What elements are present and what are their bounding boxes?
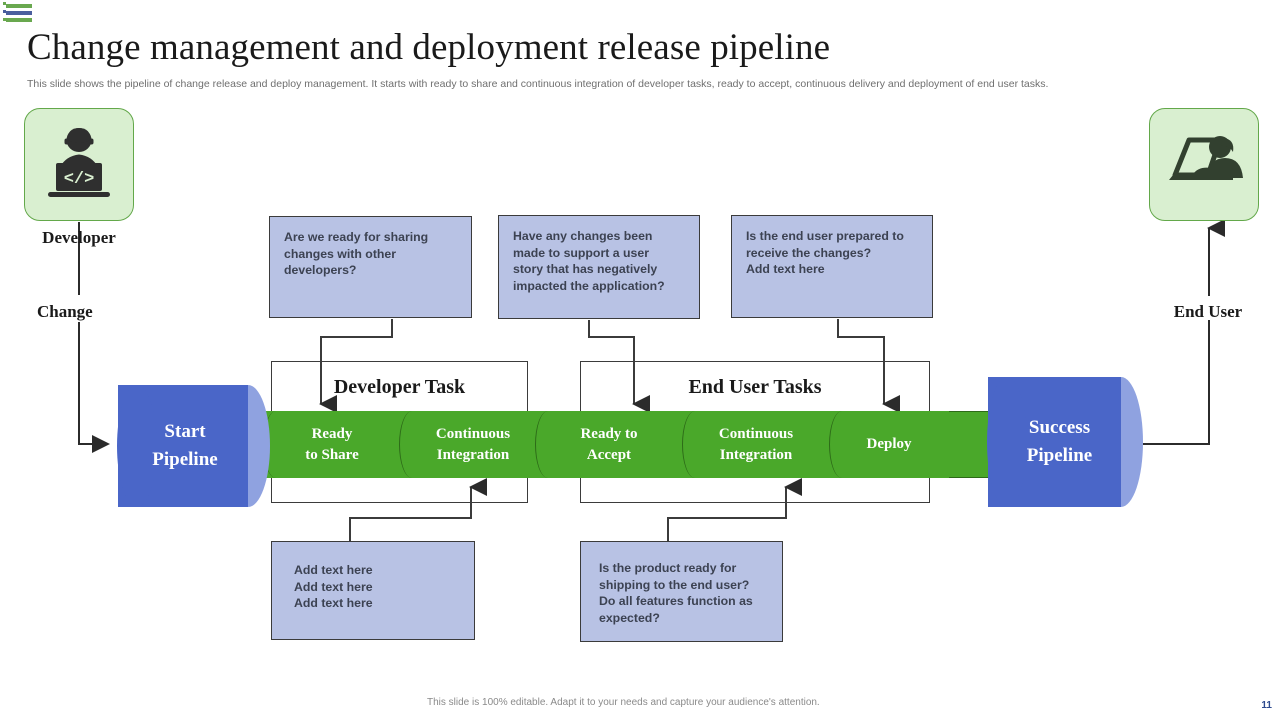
question-line: story that has negatively <box>513 262 658 277</box>
question-line: receive the changes? <box>746 245 872 260</box>
stage-line-1: Deploy <box>866 436 912 453</box>
question-line: changes with other <box>284 246 397 261</box>
question-line: Have any changes been <box>513 229 653 243</box>
note-line: Add text here <box>294 579 373 594</box>
page-number: 11 <box>1261 700 1272 711</box>
stage-line-2: Integration <box>719 446 793 463</box>
pipeline-stage-continuous-integration-dev[interactable]: Continuous Integration <box>399 411 547 478</box>
stage-line-1: Continuous <box>718 425 794 442</box>
page-title: Change management and deployment release… <box>27 27 831 68</box>
stage-line-2: to Share <box>305 446 359 463</box>
developer-label: Developer <box>42 228 116 247</box>
page-subtitle: This slide shows the pipeline of change … <box>27 78 1049 90</box>
start-pipeline-cylinder[interactable]: Start Pipeline <box>117 385 270 507</box>
footer-note: This slide is 100% editable. Adapt it to… <box>427 697 820 708</box>
developer-code-icon: </> <box>48 127 110 197</box>
question-box-3[interactable]: Is the end user prepared to receive the … <box>731 215 933 318</box>
pipeline-stage-deploy[interactable]: Deploy <box>829 411 949 478</box>
note-line: shipping to the end user? <box>599 577 750 592</box>
end-user-task-title: End User Tasks <box>688 376 822 398</box>
brand-logo-icon <box>2 2 34 24</box>
note-line: Add text here <box>294 563 373 577</box>
note-line: Do all features function as <box>599 594 753 609</box>
end-user-laptop-icon <box>1169 135 1243 180</box>
note-line: expected? <box>599 610 660 625</box>
developer-task-title: Developer Task <box>333 376 466 398</box>
pipeline-stage-bar: Ready to Share Continuous Integration Re… <box>245 411 990 478</box>
question-line: impacted the application? <box>513 278 665 293</box>
stage-line-2: Accept <box>586 446 632 463</box>
question-line: Is the end user prepared to <box>746 229 904 243</box>
note-line: Is the product ready for <box>599 561 737 575</box>
svg-text:</>: </> <box>64 170 95 189</box>
note-box-2[interactable]: Is the product ready for shipping to the… <box>580 541 783 642</box>
pipeline-stage-continuous-integration-user[interactable]: Continuous Integration <box>682 411 830 478</box>
end-user-label: End User <box>1173 302 1243 321</box>
question-line: Add text here <box>746 262 825 277</box>
pipeline-stage-ready-to-accept[interactable]: Ready to Accept <box>535 411 683 478</box>
end-user-icon-box <box>1149 108 1259 221</box>
success-pipeline-cylinder[interactable]: Success Pipeline <box>987 377 1143 507</box>
question-line: Are we ready for sharing <box>284 230 429 244</box>
stage-line-1: Ready to <box>580 425 638 442</box>
question-line: developers? <box>284 263 357 278</box>
question-line: made to support a user <box>513 245 649 260</box>
stage-line-1: Continuous <box>435 425 511 442</box>
note-box-1[interactable]: Add text here Add text here Add text her… <box>271 541 475 640</box>
developer-icon-box: </> <box>24 108 134 221</box>
note-line: Add text here <box>294 596 373 611</box>
question-box-1[interactable]: Are we ready for sharing changes with ot… <box>269 216 472 318</box>
pipeline-stage-ready-to-share[interactable]: Ready to Share <box>263 411 401 478</box>
change-flow-label: Change <box>33 302 97 322</box>
question-box-2[interactable]: Have any changes been made to support a … <box>498 215 700 319</box>
stage-line-2: Integration <box>436 446 510 463</box>
stage-line-1: Ready <box>311 425 353 442</box>
